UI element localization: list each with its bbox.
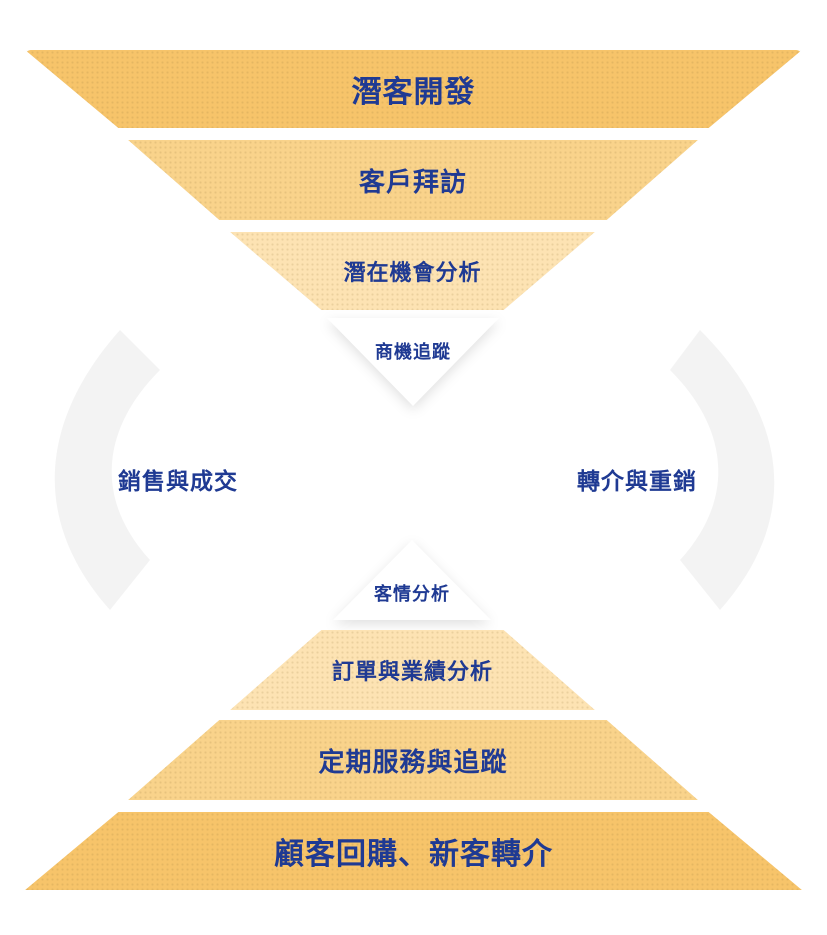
funnel-layer-1-label: 潛客開發 (351, 75, 476, 110)
funnel-layer-3-label: 潛在機會分析 (343, 261, 482, 286)
funnel-layer-4: 商機追蹤 (327, 318, 499, 406)
funnel-layer-4-label: 商機追蹤 (375, 342, 451, 363)
pyramid-layer-1: 客情分析 (333, 540, 491, 620)
funnel-layer-2: 客戶拜訪 (128, 140, 698, 220)
pyramid-layer-3-label: 定期服務與追蹤 (318, 747, 508, 778)
pyramid-layer-1-label: 客情分析 (374, 584, 450, 605)
funnel-layer-2-label: 客戶拜訪 (358, 167, 467, 198)
referral-and-resale-label: 轉介與重銷 (577, 469, 697, 495)
pyramid-layer-2-label: 訂單與業績分析 (331, 660, 493, 685)
pyramid-layer-4-label: 顧客回購、新客轉介 (274, 837, 553, 872)
pyramid-layer-3: 定期服務與追蹤 (128, 720, 698, 800)
funnel-layer-1: 潛客開發 (25, 50, 802, 128)
pyramid-layer-4: 顧客回購、新客轉介 (25, 812, 802, 890)
sales-and-closing-label: 銷售與成交 (118, 469, 238, 495)
